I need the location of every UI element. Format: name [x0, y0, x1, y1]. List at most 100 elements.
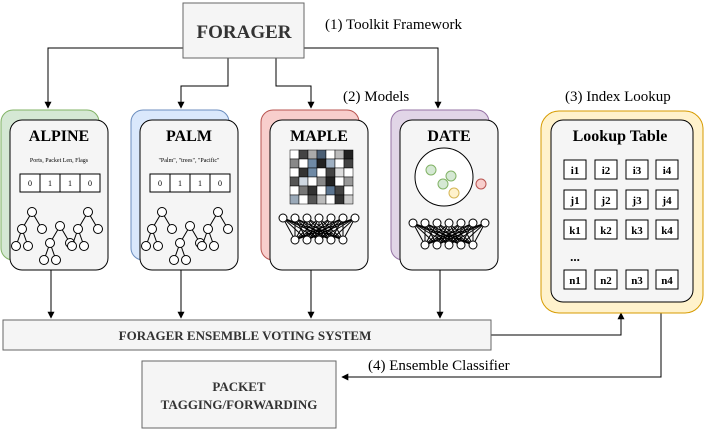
lookup-cell-label: j3 [631, 195, 642, 207]
card-front [139, 119, 239, 271]
nn-edge [424, 222, 450, 246]
tree-node [39, 255, 49, 265]
heatmap-cell [298, 167, 309, 178]
nn-node [432, 240, 442, 250]
voting-system-box: FORAGER ENSEMBLE VOTING SYSTEM [2, 319, 492, 351]
heatmap-cell [307, 167, 318, 178]
model-name: ALPINE [29, 128, 89, 145]
lookup-cell [594, 269, 618, 290]
tree-graph [39, 221, 75, 265]
heatmap-cell [343, 176, 354, 187]
tree-node [141, 241, 151, 251]
arrow-lookup-packet [341, 313, 662, 381]
lookup-cell-label: n1 [569, 275, 581, 287]
nn-node [420, 240, 430, 250]
model-name: MAPLE [290, 128, 348, 145]
lookup-cell-label: k1 [569, 225, 581, 237]
heatmap-cell [325, 167, 336, 178]
lookup-cell-label: n2 [600, 275, 612, 287]
nn-node [444, 240, 454, 250]
tree-node [67, 241, 77, 251]
tree-node [167, 224, 177, 234]
nn-node [290, 235, 300, 245]
heatmap-cell [307, 149, 318, 160]
tree-node [153, 241, 163, 251]
lookup-cell [655, 269, 679, 290]
lookup-cell [625, 159, 649, 180]
heatmap-cell [316, 158, 327, 169]
tree-node [147, 224, 157, 234]
lookup-cell [655, 189, 679, 210]
forager-title: FORAGER [197, 22, 292, 43]
heatmap-cell [316, 194, 327, 205]
heatmap-cell [298, 194, 309, 205]
heatmap-cell [316, 167, 327, 178]
heatmap-cell [298, 158, 309, 169]
lookup-cell-label: j4 [661, 195, 672, 207]
bit-value: 0 [28, 179, 32, 188]
lookup-cell [625, 269, 649, 290]
tree-node [169, 255, 179, 265]
heatmap-cell [307, 194, 318, 205]
tree-node [213, 207, 223, 217]
tree-node [37, 224, 47, 234]
nn-edge [294, 217, 332, 241]
bit-value: 0 [158, 179, 162, 188]
heatmap-cell [325, 158, 336, 169]
tree-node [23, 241, 33, 251]
packet-line2: TAGGING/FORWARDING [161, 397, 318, 412]
nn-edge [448, 222, 486, 246]
heatmap-cell [298, 149, 309, 160]
nn-node [290, 213, 300, 223]
tree-graph [67, 207, 103, 251]
nn-node [314, 213, 324, 223]
tree-node [45, 238, 55, 248]
nn-node [456, 240, 466, 250]
lookup-cell [655, 159, 679, 180]
tree-node [157, 207, 167, 217]
bit-value: 1 [198, 179, 202, 188]
nn-edge [330, 217, 356, 241]
tree-node [83, 207, 93, 217]
tree-node [203, 224, 213, 234]
heatmap-cell [334, 149, 345, 160]
heatmap-cell [289, 167, 300, 178]
nn-node [326, 235, 336, 245]
heatmap-cell [289, 176, 300, 187]
heatmap-cell [343, 149, 354, 160]
heatmap-cell [325, 176, 336, 187]
heatmap-cell [343, 167, 354, 178]
heatmap-cell [307, 185, 318, 196]
lookup-cell [655, 219, 679, 240]
heatmap-cell [343, 158, 354, 169]
arrow-forager-maple [275, 58, 315, 109]
label-toolkit: (1) Toolkit Framework [325, 17, 462, 33]
heatmap-cell [289, 194, 300, 205]
label-models: (2) Models [343, 89, 409, 105]
lookup-cell [594, 159, 618, 180]
heatmap-cell [307, 158, 318, 169]
cluster-point [437, 178, 449, 190]
lookup-cell-label: i1 [571, 165, 580, 177]
heatmap-cell [334, 185, 345, 196]
nn-node [480, 218, 490, 228]
nn-node [468, 240, 478, 250]
lookup-cell-label: i4 [663, 165, 672, 177]
model-name: PALM [166, 128, 212, 145]
nn-node [314, 235, 324, 245]
nn-edge [306, 217, 356, 241]
nn-node [326, 213, 336, 223]
tree-node [175, 238, 185, 248]
forager-box: FORAGER [182, 2, 305, 59]
arrow-voting-lookup [491, 312, 625, 336]
nn-node [338, 235, 348, 245]
nn-edge [460, 222, 486, 246]
heatmap [289, 149, 354, 205]
model-card-maple: MAPLE [260, 109, 369, 271]
lookup-cell [594, 189, 618, 210]
heatmap-cell [316, 149, 327, 160]
heatmap-cell [298, 185, 309, 196]
